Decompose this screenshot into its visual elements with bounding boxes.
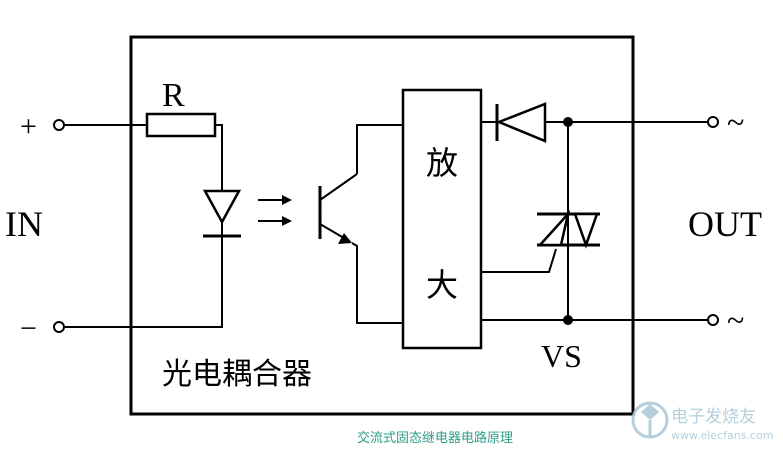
elecfans-logo-icon	[631, 401, 669, 439]
watermark-url: www.elecfans.com	[671, 429, 773, 442]
ac-symbol-bottom: ~	[727, 302, 744, 338]
output-terminal-bottom	[707, 314, 719, 326]
light-emission-arrows	[258, 195, 292, 226]
wire-collector	[356, 124, 403, 174]
minus-sign: −	[20, 312, 37, 345]
input-terminal-minus	[53, 321, 65, 333]
junction-dot-top	[563, 117, 573, 127]
ac-symbol-top: ~	[727, 104, 744, 140]
amplifier-block	[401, 88, 483, 350]
wire-minus	[64, 236, 223, 328]
plus-sign: +	[20, 110, 37, 143]
wire-resistor-led	[215, 124, 223, 191]
led-diode	[202, 189, 242, 225]
output-label: OUT	[688, 204, 762, 244]
triac	[537, 209, 600, 249]
input-label: IN	[5, 204, 43, 244]
amplifier-char-bottom: 大	[426, 266, 458, 304]
optocoupler-label: 光电耦合器	[162, 357, 312, 392]
triac-label: VS	[541, 338, 582, 374]
wire-gate	[481, 248, 557, 273]
output-diode	[495, 102, 547, 143]
phototransistor	[318, 173, 358, 244]
resistor-label: R	[162, 77, 185, 114]
relay-enclosure	[129, 35, 635, 416]
output-terminal-top	[707, 116, 719, 128]
wire-emitter	[351, 242, 403, 324]
watermark-brand: 电子发烧友	[671, 407, 756, 427]
amplifier-char-top: 放	[426, 144, 458, 182]
resistor	[145, 112, 217, 138]
caption: 交流式固态继电器电路原理	[357, 430, 513, 446]
input-terminal-plus	[53, 119, 65, 131]
watermark: 电子发烧友 www.elecfans.com	[631, 401, 773, 442]
